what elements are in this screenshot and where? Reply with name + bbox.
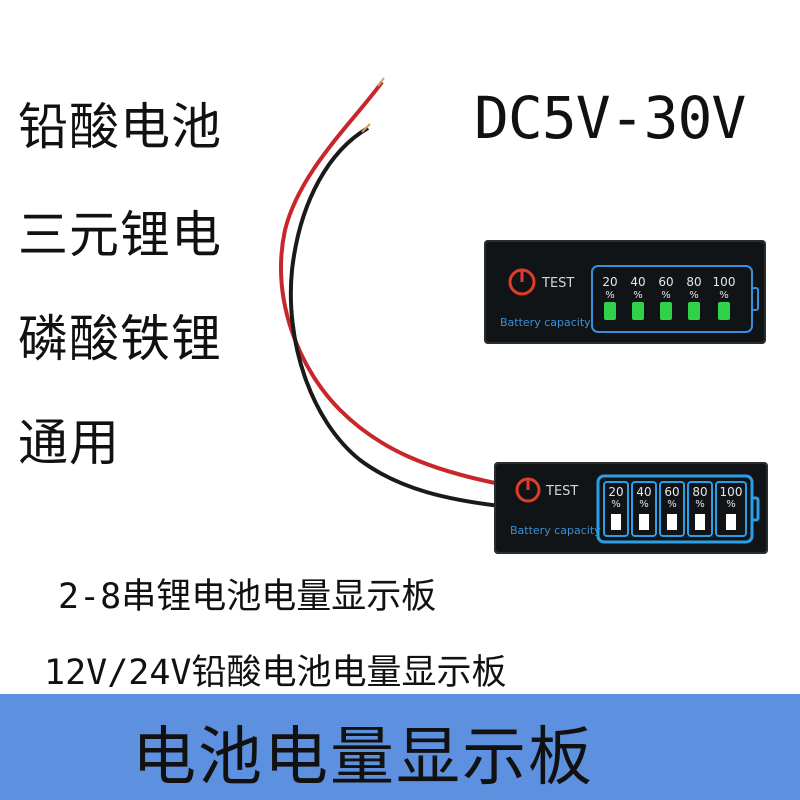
svg-text:%: % (726, 499, 736, 510)
cell-20: 20 % (602, 275, 618, 320)
cell-40: 40 % (631, 481, 657, 537)
svg-text:%: % (695, 499, 705, 510)
svg-text:20: 20 (602, 275, 617, 289)
svg-text:%: % (605, 290, 615, 301)
cell-80: 80 % (687, 481, 713, 537)
svg-text:%: % (667, 499, 677, 510)
svg-text:%: % (661, 290, 671, 301)
label-lead-acid: 铅酸电池 (18, 98, 222, 156)
svg-text:20: 20 (608, 485, 623, 499)
svg-text:100: 100 (720, 485, 743, 499)
test-label: TEST (545, 484, 578, 499)
battery-board-blue: TEST Battery capacity 20 % 40 % 60 % 80 … (494, 462, 768, 554)
banner-title: 电池电量显示板 (132, 721, 594, 795)
svg-text:40: 40 (636, 485, 651, 499)
caption: Battery capacity (510, 524, 601, 537)
svg-text:80: 80 (692, 485, 707, 499)
cell-100: 100 % (713, 275, 736, 320)
svg-text:80: 80 (686, 275, 701, 289)
svg-text:%: % (611, 499, 621, 510)
cell-40: 40 % (630, 275, 646, 320)
svg-text:40: 40 (630, 275, 645, 289)
voltage-range: DC5V-30V (474, 84, 746, 152)
svg-text:100: 100 (713, 275, 736, 289)
red-wire (279, 80, 501, 486)
label-universal: 通用 (18, 414, 120, 472)
test-label: TEST (541, 276, 574, 291)
svg-text:%: % (719, 290, 729, 301)
black-wire (288, 126, 501, 508)
subtitle-lead-acid: 12V/24V铅酸电池电量显示板 (44, 653, 507, 693)
label-lifepo4: 磷酸铁锂 (18, 310, 222, 368)
label-ternary-lithium: 三元锂电 (18, 206, 222, 264)
caption: Battery capacity (500, 316, 591, 329)
battery-tip (751, 287, 759, 311)
power-icon[interactable] (515, 477, 541, 503)
svg-text:%: % (639, 499, 649, 510)
svg-text:60: 60 (658, 275, 673, 289)
power-icon[interactable] (508, 268, 536, 296)
subtitle-lithium: 2-8串锂电池电量显示板 (58, 577, 437, 617)
cell-20: 20 % (603, 481, 629, 537)
svg-text:%: % (689, 290, 699, 301)
svg-text:%: % (633, 290, 643, 301)
bottom-banner: 电池电量显示板 (0, 694, 800, 800)
cell-60: 60 % (658, 275, 674, 320)
cell-60: 60 % (659, 481, 685, 537)
battery-tip (750, 496, 760, 522)
cell-100: 100 % (715, 481, 747, 537)
cell-80: 80 % (686, 275, 702, 320)
battery-board-green: TEST Battery capacity 20 % 40 % 60 % 80 … (484, 240, 766, 344)
svg-text:60: 60 (664, 485, 679, 499)
